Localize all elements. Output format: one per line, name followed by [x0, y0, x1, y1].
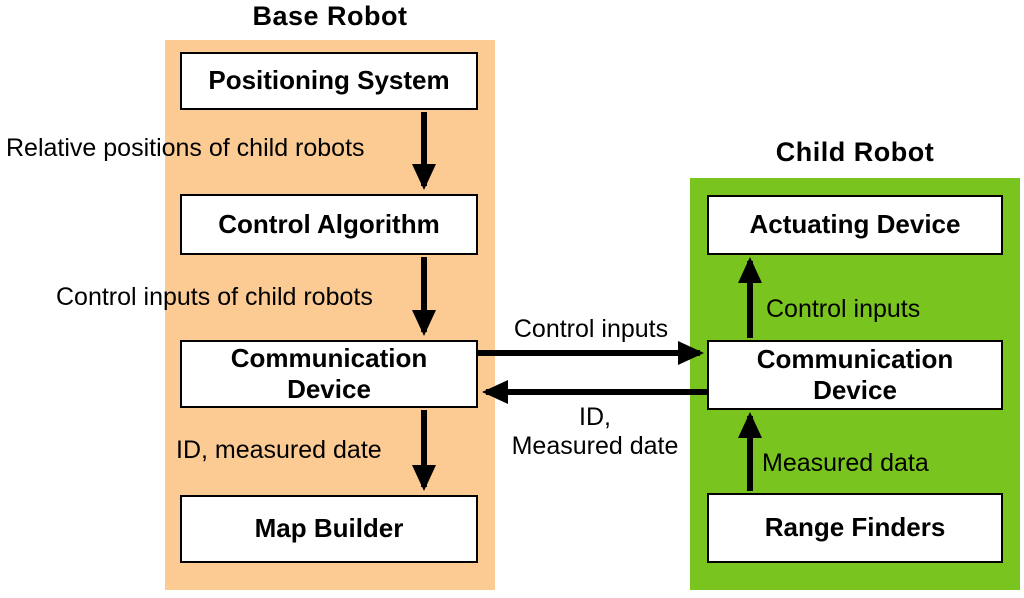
- node-map-builder: Map Builder: [180, 495, 478, 563]
- label-id-measured-date-child-to-base: ID, Measured date: [511, 403, 679, 460]
- node-positioning-system: Positioning System: [180, 52, 478, 110]
- label-control-inputs-internal: Control inputs: [766, 295, 921, 323]
- child-robot-title: Child Robot: [775, 137, 935, 167]
- node-communication-device-child: Communication Device: [707, 340, 1003, 410]
- label-control-inputs-base-to-child: Control inputs: [513, 315, 669, 343]
- label-relative-positions: Relative positions of child robots: [6, 134, 365, 162]
- node-communication-device-base: Communication Device: [180, 340, 478, 408]
- base-robot-title: Base Robot: [252, 1, 408, 31]
- label-id-measured-date: ID, measured date: [176, 436, 382, 464]
- label-control-inputs-of-child-robots: Control inputs of child robots: [56, 283, 373, 311]
- label-measured-data: Measured data: [762, 449, 929, 477]
- node-actuating-device: Actuating Device: [707, 195, 1003, 255]
- node-range-finders: Range Finders: [707, 493, 1003, 563]
- node-control-algorithm: Control Algorithm: [180, 194, 478, 255]
